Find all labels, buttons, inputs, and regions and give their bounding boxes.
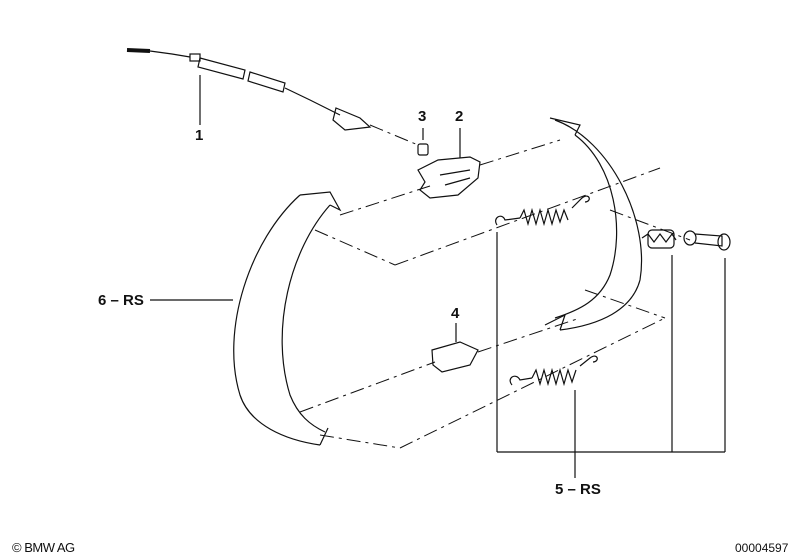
brake-shoe-left	[233, 191, 342, 446]
callout-4[interactable]: 4	[451, 305, 460, 322]
return-spring-lower	[509, 355, 598, 387]
expanding-lever	[417, 156, 481, 199]
callout-2[interactable]: 2	[455, 108, 464, 125]
image-number: 00004597	[735, 541, 789, 555]
sleeve-part	[417, 143, 429, 156]
leader-5	[496, 232, 726, 478]
callout-1[interactable]: 1	[195, 127, 204, 144]
adjuster	[431, 341, 479, 373]
assembly-lines	[299, 124, 691, 449]
hold-down-spring	[641, 229, 677, 249]
callout-3[interactable]: 3	[418, 108, 427, 125]
copyright: © BMW AG	[12, 540, 75, 555]
brake-shoe-right	[544, 117, 643, 331]
callout-5[interactable]: 5 – RS	[555, 481, 601, 498]
callout-6[interactable]: 6 – RS	[98, 292, 144, 309]
return-spring-upper	[495, 195, 590, 227]
hold-down-pin	[683, 230, 731, 251]
handbrake-cable	[126, 48, 372, 131]
